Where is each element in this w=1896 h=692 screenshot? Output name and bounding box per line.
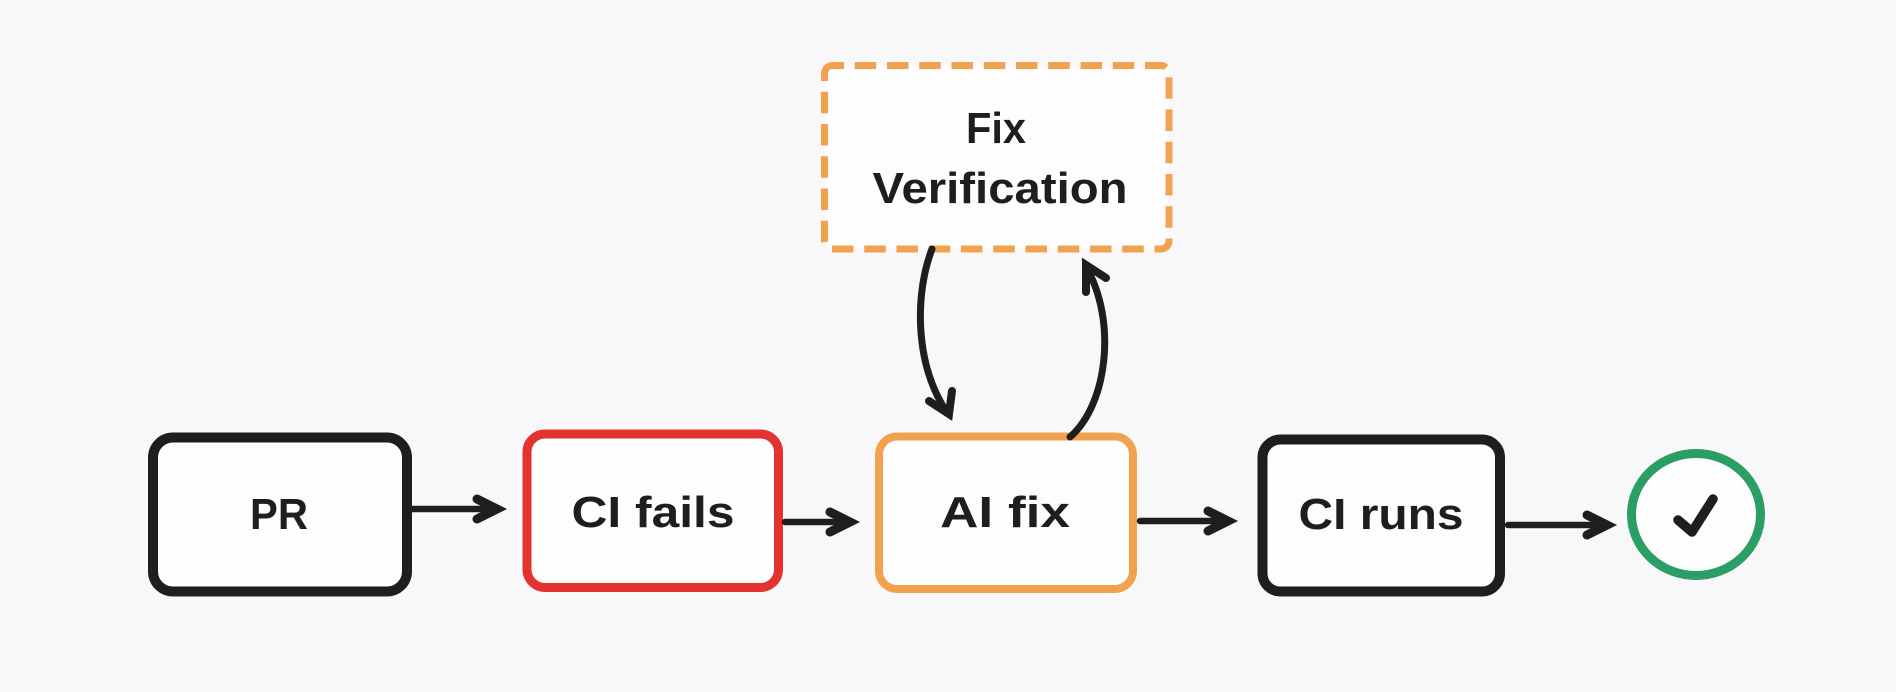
svg-text:PR: PR (250, 490, 308, 539)
svg-text:Verification: Verification (873, 164, 1128, 213)
svg-text:Fix: Fix (966, 104, 1026, 153)
svg-text:AI fix: AI fix (940, 488, 1071, 537)
svg-text:CI fails: CI fails (572, 488, 735, 537)
svg-text:CI runs: CI runs (1299, 490, 1464, 539)
